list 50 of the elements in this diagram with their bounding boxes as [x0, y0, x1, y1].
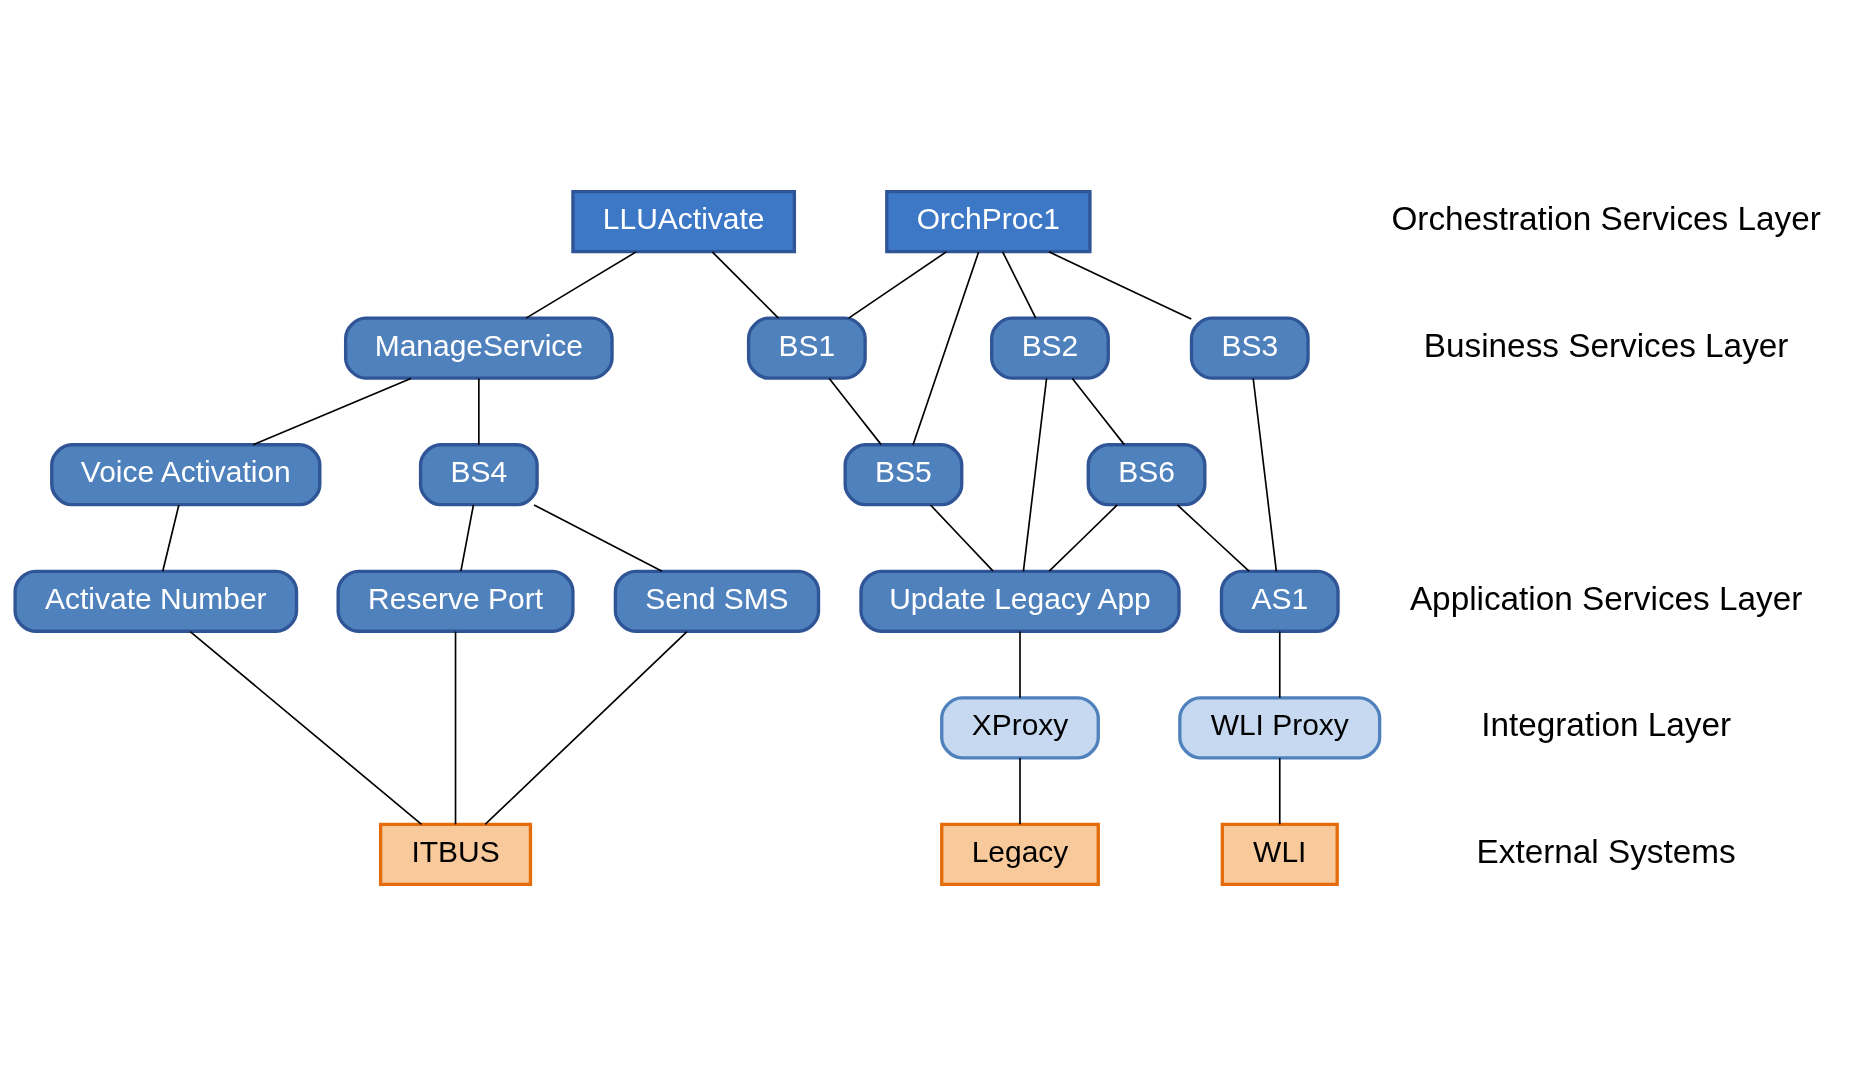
node-box: XProxy — [940, 696, 1100, 760]
node-box: WLI Proxy — [1178, 696, 1382, 760]
connector — [525, 251, 637, 319]
connector — [711, 251, 780, 319]
connector — [1071, 377, 1126, 446]
label: Business Services Layer — [1423, 326, 1789, 364]
node-box: LLUActivate — [571, 190, 797, 254]
label: External Systems — [1476, 832, 1736, 870]
connector — [1252, 377, 1278, 573]
connector — [1019, 630, 1021, 699]
connector — [1048, 504, 1119, 573]
node-box: BS4 — [418, 443, 539, 507]
node-box: BS1 — [746, 316, 867, 380]
connector — [478, 377, 480, 446]
node-box: BS6 — [1086, 443, 1207, 507]
node-box: Voice Activation — [50, 443, 322, 507]
connector — [1176, 504, 1250, 573]
connector — [460, 504, 475, 573]
node-box: Activate Number — [13, 569, 299, 633]
node-box: Update Legacy App — [859, 569, 1181, 633]
node-box: BS5 — [843, 443, 964, 507]
node-box: Reserve Port — [336, 569, 575, 633]
connector — [454, 630, 457, 826]
connector — [189, 630, 423, 826]
connector — [847, 251, 948, 319]
node-box: OrchProc1 — [885, 190, 1092, 254]
connector — [252, 377, 412, 446]
node-box: Send SMS — [613, 569, 821, 633]
node-box: Legacy — [940, 822, 1100, 886]
connector — [1278, 757, 1281, 826]
connector — [484, 630, 688, 826]
node-box: BS3 — [1189, 316, 1310, 380]
connector — [912, 251, 980, 446]
label: Orchestration Services Layer — [1391, 199, 1821, 237]
node-box: ITBUS — [378, 822, 533, 886]
connector — [1001, 251, 1037, 319]
connector — [1048, 251, 1193, 320]
connector — [533, 504, 663, 573]
node-box: WLI — [1220, 822, 1339, 886]
node-box: BS2 — [990, 316, 1110, 380]
connector — [828, 377, 882, 446]
connector — [1019, 757, 1021, 826]
node-box: AS1 — [1219, 569, 1340, 633]
connector — [1278, 630, 1281, 699]
connector — [161, 504, 180, 573]
label: Integration Layer — [1481, 706, 1732, 744]
connector — [929, 504, 994, 573]
label: Application Services Layer — [1409, 579, 1803, 617]
node-box: ManageService — [343, 316, 614, 380]
connector — [1022, 377, 1048, 573]
